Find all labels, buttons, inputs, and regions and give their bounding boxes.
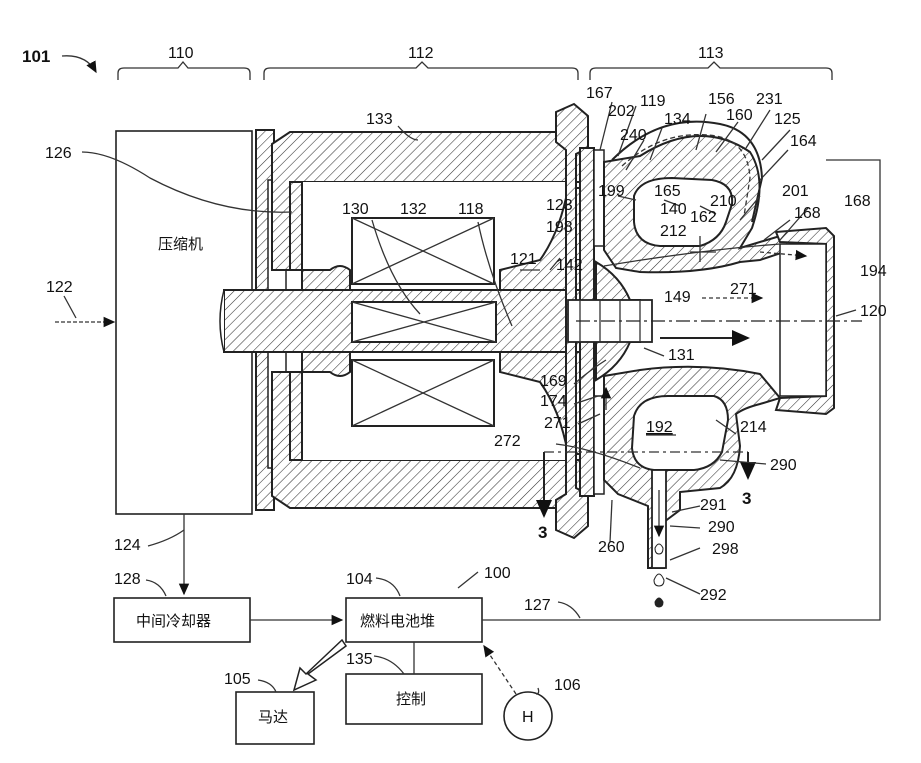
ref-104: 104 <box>346 571 373 588</box>
hydrogen-label: H <box>522 709 534 726</box>
fuel-cell-stack-label: 燃料电池堆 <box>360 612 435 630</box>
brace-113 <box>590 62 832 80</box>
ref-162: 162 <box>690 209 717 226</box>
ref-210: 210 <box>710 193 737 210</box>
drop-icon <box>655 544 663 554</box>
rotor <box>352 302 496 342</box>
stator-bottom <box>352 360 494 426</box>
motor-label: 马达 <box>258 708 288 726</box>
ref-124: 124 <box>114 537 141 554</box>
ref-198: 198 <box>546 219 573 236</box>
ref-290b: 290 <box>708 519 735 536</box>
section-label-113: 113 <box>698 45 724 62</box>
ref-292: 292 <box>700 587 727 604</box>
ref-142: 142 <box>556 257 583 274</box>
brace-110 <box>118 62 250 80</box>
ref-214: 214 <box>740 419 767 436</box>
ref-165: 165 <box>654 183 681 200</box>
ref-194: 194 <box>860 263 887 280</box>
bearing-left-top <box>302 266 350 290</box>
section-3-left: 3 <box>538 523 547 542</box>
compressor-label: 压缩机 <box>158 235 203 253</box>
ref-156: 156 <box>708 91 735 108</box>
ref-201: 201 <box>782 183 809 200</box>
ref-167: 167 <box>586 85 613 102</box>
section-label-110: 110 <box>168 45 194 62</box>
ref-202: 202 <box>608 103 635 120</box>
ref-272: 272 <box>494 433 521 450</box>
ref-291: 291 <box>700 497 727 514</box>
ref-100: 100 <box>484 565 511 582</box>
outlet-channel <box>780 244 826 396</box>
drop-icon-outlet <box>654 574 664 586</box>
hydrogen-to-stack <box>484 646 516 694</box>
ref-212: 212 <box>660 223 687 240</box>
ref-133: 133 <box>366 111 393 128</box>
figure-label-arrow <box>62 56 96 72</box>
housing-inner-wall-bottom <box>290 372 302 460</box>
ref-271b: 271 <box>544 415 571 432</box>
section-label-112: 112 <box>408 45 434 62</box>
ref-140: 140 <box>660 201 687 218</box>
ref-131: 131 <box>668 347 695 364</box>
ref-298: 298 <box>712 541 739 558</box>
ref-122: 122 <box>46 279 73 296</box>
ref-128: 128 <box>114 571 141 588</box>
ref-134: 134 <box>664 111 691 128</box>
ref-126: 126 <box>45 145 72 162</box>
ref-290a: 290 <box>770 457 797 474</box>
ref-130: 130 <box>342 201 369 218</box>
ref-125: 125 <box>774 111 801 128</box>
ref-132: 132 <box>400 201 427 218</box>
ref-199: 199 <box>598 183 625 200</box>
ref-192: 192 <box>646 419 673 436</box>
ref-168a: 168 <box>794 205 821 222</box>
ref-160: 160 <box>726 107 753 124</box>
control-label: 控制 <box>396 690 426 708</box>
ref-123: 123 <box>546 197 573 214</box>
ref-122-leader <box>64 296 76 318</box>
housing-inner-wall-top <box>290 182 302 270</box>
intercooler-label: 中间冷却器 <box>136 612 211 630</box>
brace-112 <box>264 62 578 80</box>
ref-169: 169 <box>540 373 567 390</box>
ref-120: 120 <box>860 303 887 320</box>
ref-135: 135 <box>346 651 373 668</box>
ref-127: 127 <box>524 597 551 614</box>
ref-121: 121 <box>510 251 537 268</box>
section-3-right: 3 <box>742 489 751 508</box>
stator-top <box>352 218 494 284</box>
ref-118: 118 <box>458 201 484 218</box>
ref-164: 164 <box>790 133 817 150</box>
ref-271a: 271 <box>730 281 757 298</box>
ref-105: 105 <box>224 671 251 688</box>
ref-149: 149 <box>664 289 691 306</box>
ref-174: 174 <box>540 393 567 410</box>
bearing-left-bottom <box>302 352 350 376</box>
drop-icon-falling <box>655 598 663 607</box>
ref-260: 260 <box>598 539 625 556</box>
ref-168b: 168 <box>844 193 871 210</box>
ref-240: 240 <box>620 127 647 144</box>
ref-119: 119 <box>640 93 666 110</box>
power-arrow <box>294 640 346 690</box>
ref-106: 106 <box>554 677 581 694</box>
figure-label: 101 <box>22 47 50 66</box>
ref-231: 231 <box>756 91 783 108</box>
